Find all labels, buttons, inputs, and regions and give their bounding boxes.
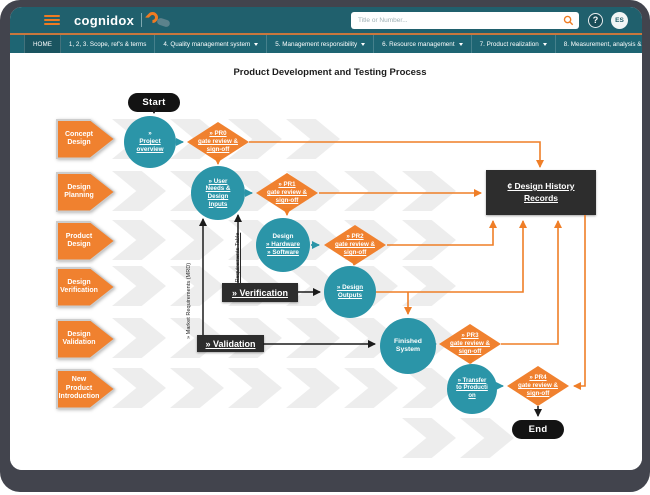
chevron-decoration — [170, 368, 224, 408]
chevron-decoration — [112, 266, 166, 306]
phase-design-verification: Design Verification — [56, 267, 115, 307]
top-header: cognidox ? ES — [10, 7, 642, 33]
diagram-title: Product Development and Testing Process — [233, 67, 427, 78]
nav-item-home[interactable]: HOME — [24, 35, 61, 53]
search-input[interactable] — [358, 16, 563, 24]
gate-pr4[interactable]: » PR4 gate review & sign-off — [507, 366, 569, 406]
user-avatar[interactable]: ES — [611, 11, 628, 29]
search-icon[interactable] — [563, 15, 574, 26]
chevron-decoration — [112, 368, 166, 408]
chevron-decoration — [112, 220, 166, 260]
help-icon[interactable]: ? — [588, 12, 603, 28]
chevron-decoration — [112, 171, 166, 211]
validation-label[interactable]: » Validation — [197, 335, 264, 352]
logo-divider — [141, 13, 143, 27]
nav-item-measurement[interactable]: 8. Measurement, analysis & improvement — [556, 35, 642, 53]
chevron-decoration — [402, 418, 456, 458]
verification-label[interactable]: » Verification — [222, 283, 298, 302]
start-node: Start — [128, 93, 180, 112]
hamburger-menu-icon[interactable] — [44, 14, 60, 26]
phase-product-design: Product Design — [56, 221, 115, 261]
search-box[interactable] — [351, 11, 579, 29]
end-node: End — [512, 420, 564, 439]
chevron-decoration — [286, 318, 340, 358]
chevron-decoration — [112, 318, 166, 358]
chevron-decoration — [170, 266, 224, 306]
chevron-decoration — [286, 368, 340, 408]
step-user-needs-design-inputs[interactable]: » User Needs & Design Inputs — [191, 166, 245, 220]
step-design-outputs[interactable]: » Design Outputs — [324, 266, 376, 318]
gate-pr3[interactable]: » PR3 gate review & sign-off — [439, 324, 501, 364]
chevron-decoration — [402, 171, 456, 211]
chevron-decoration — [344, 171, 398, 211]
phase-design-validation: Design Validation — [56, 319, 115, 359]
design-history-records-box[interactable]: ¢ Design History Records — [486, 170, 596, 215]
step-transfer-to-production[interactable]: » Transfer to Producti on — [447, 364, 497, 414]
header-divider — [10, 33, 642, 35]
main-nav: HOME 1, 2, 3. Scope, ref's & terms 4. Qu… — [10, 35, 642, 53]
phase-new-product-introduction: New Product Introduction — [56, 369, 115, 409]
step-design-hardware-software[interactable]: Design » Hardware » Software — [256, 218, 310, 272]
app-window: cognidox ? ES HOME 1, 2, 3. Scope, ref's… — [10, 7, 642, 470]
chevron-decoration — [228, 368, 282, 408]
nav-item-management[interactable]: 5. Management responsibility — [267, 35, 375, 53]
nav-item-scope[interactable]: 1, 2, 3. Scope, ref's & terms — [61, 35, 156, 53]
market-requirements-label: » Market Requirements (MRD) — [186, 262, 192, 339]
requirements-table-label[interactable]: » Requirements Table — [235, 232, 241, 287]
cognidox-logo[interactable]: cognidox — [74, 12, 135, 28]
chevron-decoration — [460, 418, 514, 458]
nav-item-quality[interactable]: 4. Quality management system — [155, 35, 268, 53]
chevron-decoration — [402, 266, 456, 306]
process-diagram: Product Development and Testing Process … — [10, 53, 642, 470]
chevron-decoration — [170, 220, 224, 260]
step-project-overview[interactable]: » Project overview — [124, 116, 176, 168]
chevron-decoration — [402, 220, 456, 260]
phase-concept-design: Concept Design — [56, 119, 115, 159]
step-finished-system: Finished System — [380, 318, 436, 374]
nav-item-resource[interactable]: 6. Resource management — [374, 35, 472, 53]
chevron-decoration — [344, 368, 398, 408]
chevron-decoration — [286, 119, 340, 159]
cognidox-logo-icon — [144, 9, 173, 28]
nav-item-product[interactable]: 7. Product realization — [472, 35, 556, 53]
phase-design-planning: Design Planning — [56, 172, 115, 212]
